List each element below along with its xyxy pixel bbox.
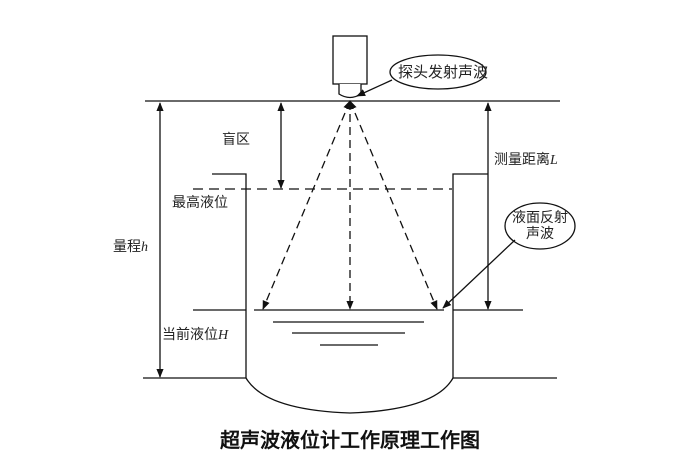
sound-wave-left	[262, 100, 351, 310]
probe-callout-pointer	[356, 79, 393, 97]
reflect-callout-pointer	[442, 239, 516, 309]
tank-right-wall	[452, 173, 488, 378]
current-level-text: 当前液位	[162, 327, 218, 343]
range-var: h	[141, 240, 148, 255]
reflect-callout-line2: 声波	[526, 226, 554, 242]
probe-callout-bubble	[389, 54, 487, 90]
measure-distance-label: 测量距离L	[494, 152, 558, 169]
probe-callout-label: 探头发射声波	[398, 63, 489, 81]
range-text: 量程	[113, 239, 141, 255]
sensor-body	[332, 35, 368, 85]
diagram-title: 超声波液位计工作原理工作图	[220, 428, 480, 452]
blind-zone-label: 盲区	[222, 132, 250, 148]
reflect-callout-line1: 液面反射	[512, 210, 568, 226]
sound-wave-right	[349, 100, 438, 310]
tank-bottom	[245, 377, 454, 414]
current-level-label: 当前液位H	[162, 327, 228, 344]
measure-distance-var: L	[550, 153, 558, 168]
reflect-callout-label: 液面反射声波	[510, 210, 570, 242]
max-level-label: 最高液位	[172, 195, 228, 211]
current-level-var: H	[218, 328, 229, 343]
range-label: 量程h	[113, 239, 148, 256]
measure-distance-text: 测量距离	[494, 152, 550, 168]
reflect-callout-bubble	[504, 202, 576, 250]
